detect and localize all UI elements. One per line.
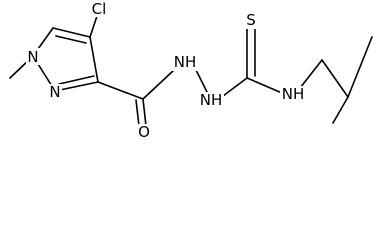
- bond-carbonyl-o-double: [135, 99, 140, 127]
- bond-c3-carbonyl: [97, 81, 144, 100]
- atom-label-amine-nh: NH: [282, 85, 305, 103]
- bond-c4-cl: [89, 15, 98, 38]
- atom-label-hydrazide-nh-a: NH: [174, 53, 197, 71]
- ring-bond-n2-c3-double: [58, 75, 95, 85]
- bond-carbonyl-o: [142, 98, 147, 127]
- bond-thiocarbonyl-nh: [246, 77, 283, 94]
- atom-label-hydrazide-nh-b: NH: [200, 91, 223, 109]
- atom-label-carbonyl-oxygen: O: [138, 123, 150, 139]
- bond-nh-ch2: [299, 59, 323, 89]
- atom-label-n2-ring: N: [49, 83, 60, 101]
- bond-carbonyl-nh: [142, 69, 175, 100]
- ring-bond-c4-c5-double: [55, 35, 87, 44]
- atom-label-n1-ring: N: [27, 48, 38, 66]
- ring-bond-c4-c5: [52, 27, 91, 38]
- atom-label-thione-sulfur: S: [246, 11, 256, 29]
- bond-ch-methyl-b: [332, 96, 349, 124]
- molecule-structure-diagram: Cl N N O NH NH S NH: [9, 0, 373, 139]
- atom-label-chlorine: Cl: [92, 0, 107, 18]
- ring-bond-c3-c4: [89, 36, 99, 83]
- bond-ch-methyl-a: [347, 36, 373, 98]
- bond-ch2-ch: [321, 59, 349, 98]
- ring-bond-n2-c3: [54, 81, 99, 92]
